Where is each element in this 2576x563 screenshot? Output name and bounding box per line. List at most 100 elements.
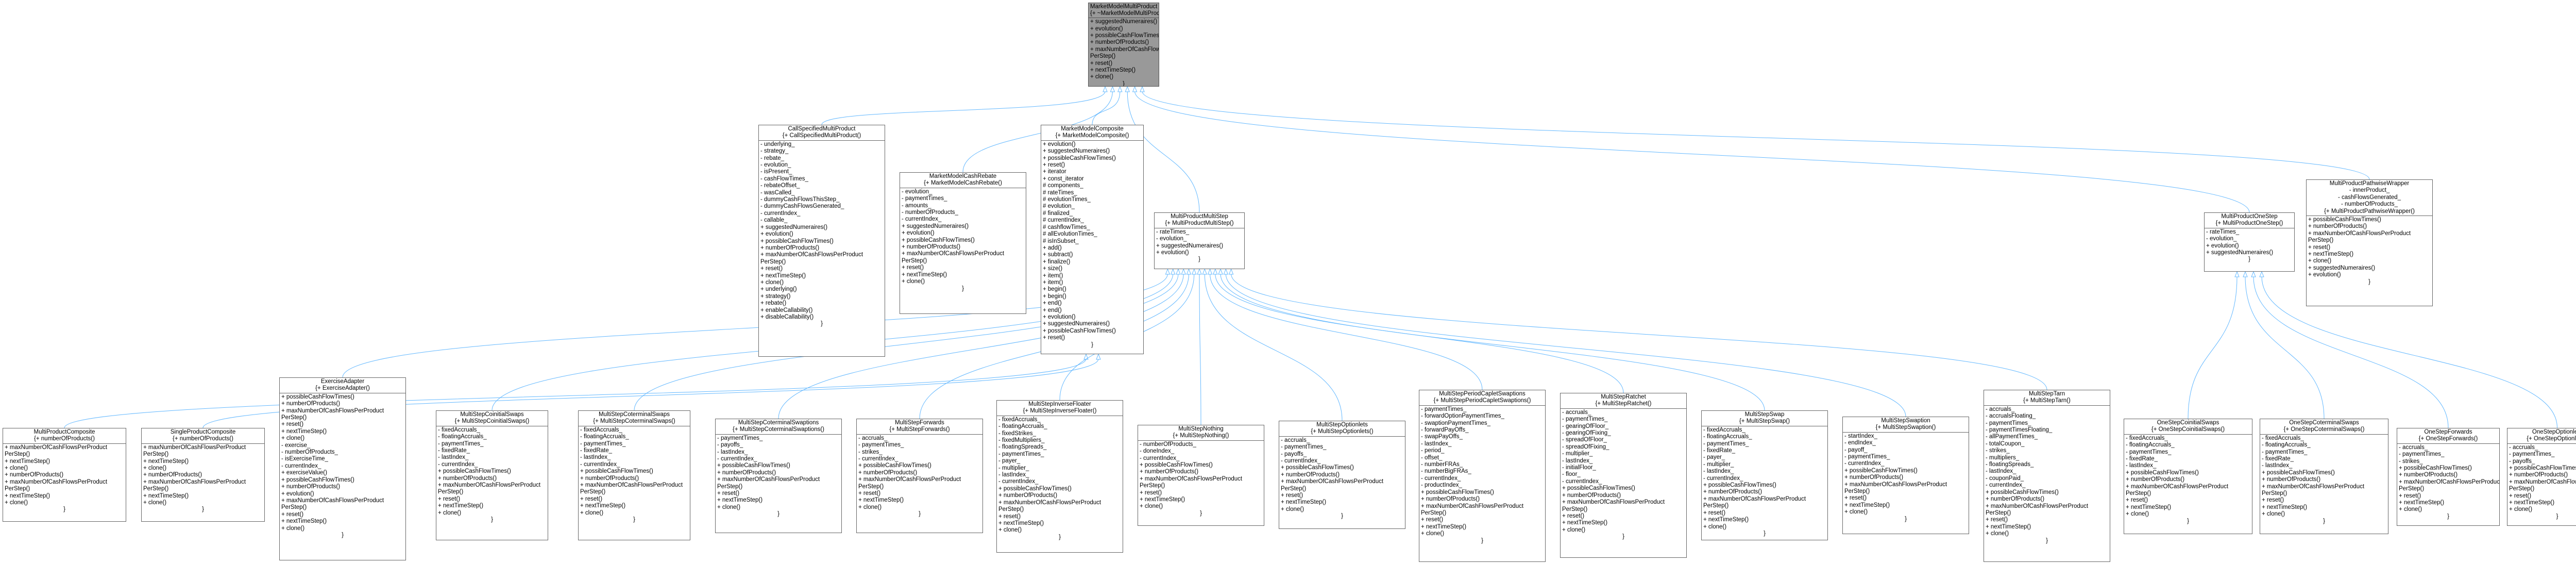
class-member-line: + enableCallability() — [760, 307, 813, 313]
class-node-multistepcoterminalswaptions[interactable]: MultiStepCoterminalSwaptions{+ MultiStep… — [715, 419, 842, 533]
class-members: - fixedAccruals_- floatingAccruals_- fix… — [997, 415, 1123, 541]
class-member-line: + clone() — [760, 279, 784, 286]
class-member-line: - evolution_ — [760, 162, 791, 169]
class-member-line: - lastIndex_ — [1703, 468, 1734, 475]
inheritance-edge — [2188, 276, 2238, 419]
class-node-onestepcoinitialswaps[interactable]: OneStepCoinitialSwaps{+ OneStepCoinitial… — [2124, 419, 2252, 534]
class-member-line: + possibleCashFlowTimes() — [1562, 485, 1635, 492]
class-member-line: + maxNumberOfCashFlowsPerProduct — [438, 482, 541, 489]
inheritance-edge — [2253, 276, 2449, 428]
class-title: MultiProductMultiStep{+ MultiProductMult… — [1155, 213, 1244, 228]
class-node-exerciseadapter[interactable]: ExerciseAdapter{+ ExerciseAdapter() + po… — [279, 377, 406, 560]
class-node-multistepcoinitialswaps[interactable]: MultiStepCoinitialSwaps{+ MultiStepCoini… — [436, 410, 548, 540]
class-name: SingleProductComposite — [170, 429, 236, 435]
class-member-line: + numberOfProducts() — [281, 401, 341, 407]
class-member-line: } — [1905, 516, 1907, 522]
class-member-line: + possibleCashFlowTimes() — [1986, 489, 2059, 495]
inheritance-arrowhead — [2234, 271, 2240, 277]
class-member-line: - lastIndex_ — [1986, 468, 2016, 475]
class-member-line: + clone() — [2262, 511, 2285, 518]
class-member-line: - strikes_ — [858, 449, 883, 455]
class-member-line: - fixedStrikes_ — [998, 430, 1036, 437]
class-member-line: + numberOfProducts() — [1421, 496, 1480, 503]
class-member-line: - strikes_ — [1986, 448, 2010, 454]
class-member-line: } — [491, 517, 493, 523]
class-member-line: + evolution() — [1090, 25, 1123, 32]
class-title: OneStepOptionlets{+ OneStepOptionlets() — [2507, 428, 2576, 443]
class-member-line: + reset() — [1043, 162, 1065, 169]
class-title: MultiStepRatchet{+ MultiStepRatchet() — [1561, 393, 1686, 408]
class-member-line: PerStep() — [1703, 503, 1729, 509]
class-member-line: + maxNumberOfCashFlowsPerProduct — [858, 476, 961, 483]
class-node-multistepratchet[interactable]: MultiStepRatchet{+ MultiStepRatchet() - … — [1560, 393, 1687, 558]
class-members: + possibleCashFlowTimes()+ numberOfProdu… — [280, 392, 405, 539]
class-node-multiproductpathwisewrapper[interactable]: MultiProductPathwiseWrapper- innerProduc… — [2306, 179, 2433, 306]
class-member-line: } — [1059, 534, 1061, 540]
class-node-multiproductmultistep[interactable]: MultiProductMultiStep{+ MultiProductMult… — [1154, 212, 1245, 269]
class-node-onestepoptionlets[interactable]: OneStepOptionlets{+ OneStepOptionlets() … — [2507, 428, 2576, 526]
class-member-line: + suggestedNumeraires() — [1043, 321, 1110, 327]
inheritance-arrowhead — [1191, 268, 1197, 275]
class-member-line: - paymentTimes_ — [2399, 451, 2445, 458]
class-node-onestepforwards[interactable]: OneStepForwards{+ OneStepForwards() - ac… — [2397, 428, 2500, 526]
class-node-multistepoptionlets[interactable]: MultiStepOptionlets{+ MultiStepOptionlet… — [1279, 421, 1405, 529]
inheritance-arrowhead — [1186, 268, 1192, 275]
class-node-multistepcoterminalswaps[interactable]: MultiStepCoterminalSwaps{+ MultiStepCote… — [578, 410, 690, 540]
class-node-onestepcoterminalswaps[interactable]: OneStepCoterminalSwaps{+ OneStepCotermin… — [2260, 419, 2388, 534]
class-member-line: + possibleCashFlowTimes() — [1043, 155, 1116, 161]
class-title: SingleProductComposite{+ numberOfProduct… — [142, 428, 264, 443]
class-node-singleproductcomposite[interactable]: SingleProductComposite{+ numberOfProduct… — [141, 428, 265, 522]
class-node-multistepnothing[interactable]: MultiStepNothing{+ MultiStepNothing() - … — [1138, 425, 1264, 526]
class-member-line: + add() — [1043, 244, 1062, 251]
inheritance-edge — [1092, 91, 1121, 125]
class-node-marketmodelmultiproduct[interactable]: MarketModelMultiProduct{+ ~MarketModelMu… — [1088, 3, 1159, 87]
class-node-marketmodelcashrebate[interactable]: MarketModelCashRebate{+ MarketModelCashR… — [900, 172, 1026, 314]
class-member-line: - currentIndex_ — [717, 456, 757, 462]
class-member-line: # evolution_ — [1043, 203, 1075, 210]
inheritance-arrowhead — [1140, 86, 1145, 92]
class-member-line: - spreadOfFixing_ — [1562, 443, 1609, 450]
class-member-line: + possibleCashFlowTimes() — [858, 462, 931, 469]
class-node-marketmodelcomposite[interactable]: MarketModelComposite{+ MarketModelCompos… — [1041, 125, 1144, 354]
class-member-line: + maxNumberOfCashFlowsPerProduct — [902, 251, 1005, 257]
class-name: {+ MultiStepCoinitialSwaps() — [454, 418, 530, 425]
inheritance-edge — [1142, 91, 2370, 180]
class-node-multistepswaption[interactable]: MultiStepSwaption{+ MultiStepSwaption() … — [1842, 417, 1969, 534]
class-member-line: - paymentTimesFloating_ — [1986, 427, 2053, 434]
class-member-line: + suggestedNumeraires() — [2206, 250, 2274, 256]
class-node-multistepswap[interactable]: MultiStepSwap{+ MultiStepSwap() - fixedA… — [1701, 410, 1828, 540]
class-name: {+ numberOfProducts() — [34, 436, 95, 442]
class-member-line: - currentIndex_ — [858, 456, 899, 462]
class-node-callspecifiedmultiproduct[interactable]: CallSpecifiedMultiProduct{+ CallSpecifie… — [758, 125, 885, 357]
class-member-line: + clone() — [1090, 74, 1114, 80]
class-node-multistepforwards[interactable]: MultiStepForwards{+ MultiStepForwards() … — [856, 419, 983, 533]
class-member-line: PerStep() — [717, 483, 743, 490]
class-member-line: + nextTimeStep() — [281, 428, 327, 435]
class-member-line: + possibleCashFlowTimes() — [2126, 469, 2199, 476]
class-member-line: - currentIndex_ — [902, 216, 942, 223]
class-name: {+ MarketModelCashRebate() — [924, 180, 1002, 187]
class-member-line: PerStep() — [858, 483, 884, 490]
class-members: - fixedAccruals_- floatingAccruals_- pay… — [2124, 434, 2252, 525]
class-member-line: + clone() — [2399, 506, 2422, 513]
class-member-line: - rateTimes_ — [2206, 228, 2240, 235]
class-member-line: + nextTimeStep() — [2126, 504, 2172, 510]
class-member-line: + nextTimeStep() — [1421, 523, 1467, 530]
class-member-line: PerStep() — [580, 489, 606, 495]
class-node-multiproductcomposite[interactable]: MultiProductComposite{+ numberOfProducts… — [3, 428, 126, 522]
class-member-line: + maxNumberOfCashFlowsPerProduct — [1703, 495, 1806, 502]
class-member-line: + maxNumberOfCashFlowsPerProduct — [1844, 481, 1947, 488]
class-node-multiproductonestep[interactable]: MultiProductOneStep{+ MultiProductOneSte… — [2204, 212, 2295, 272]
class-member-line: # isInSubset_ — [1043, 238, 1079, 244]
class-node-multistepperiodcapletswaptions[interactable]: MultiStepPeriodCapletSwaptions{+ MultiSt… — [1419, 390, 1546, 562]
class-name: - cashFlowsGenerated_ — [2337, 194, 2401, 201]
class-member-line: + numberOfProducts() — [281, 484, 341, 490]
class-name: {+ MultiStepInverseFloater() — [1023, 408, 1097, 415]
class-node-multisteptarn[interactable]: MultiStepTarn{+ MultiStepTarn() - accrua… — [1984, 390, 2110, 562]
class-member-line: PerStep() — [438, 489, 464, 495]
class-member-line: + evolution() — [2206, 242, 2239, 249]
class-name: {+ MultiStepCoterminalSwaptions() — [732, 426, 824, 433]
class-name: {+ MultiStepRatchet() — [1595, 401, 1652, 407]
class-member-line: + clone() — [143, 500, 167, 506]
class-node-multistepinversefloater[interactable]: MultiStepInverseFloater{+ MultiStepInver… — [996, 400, 1123, 553]
